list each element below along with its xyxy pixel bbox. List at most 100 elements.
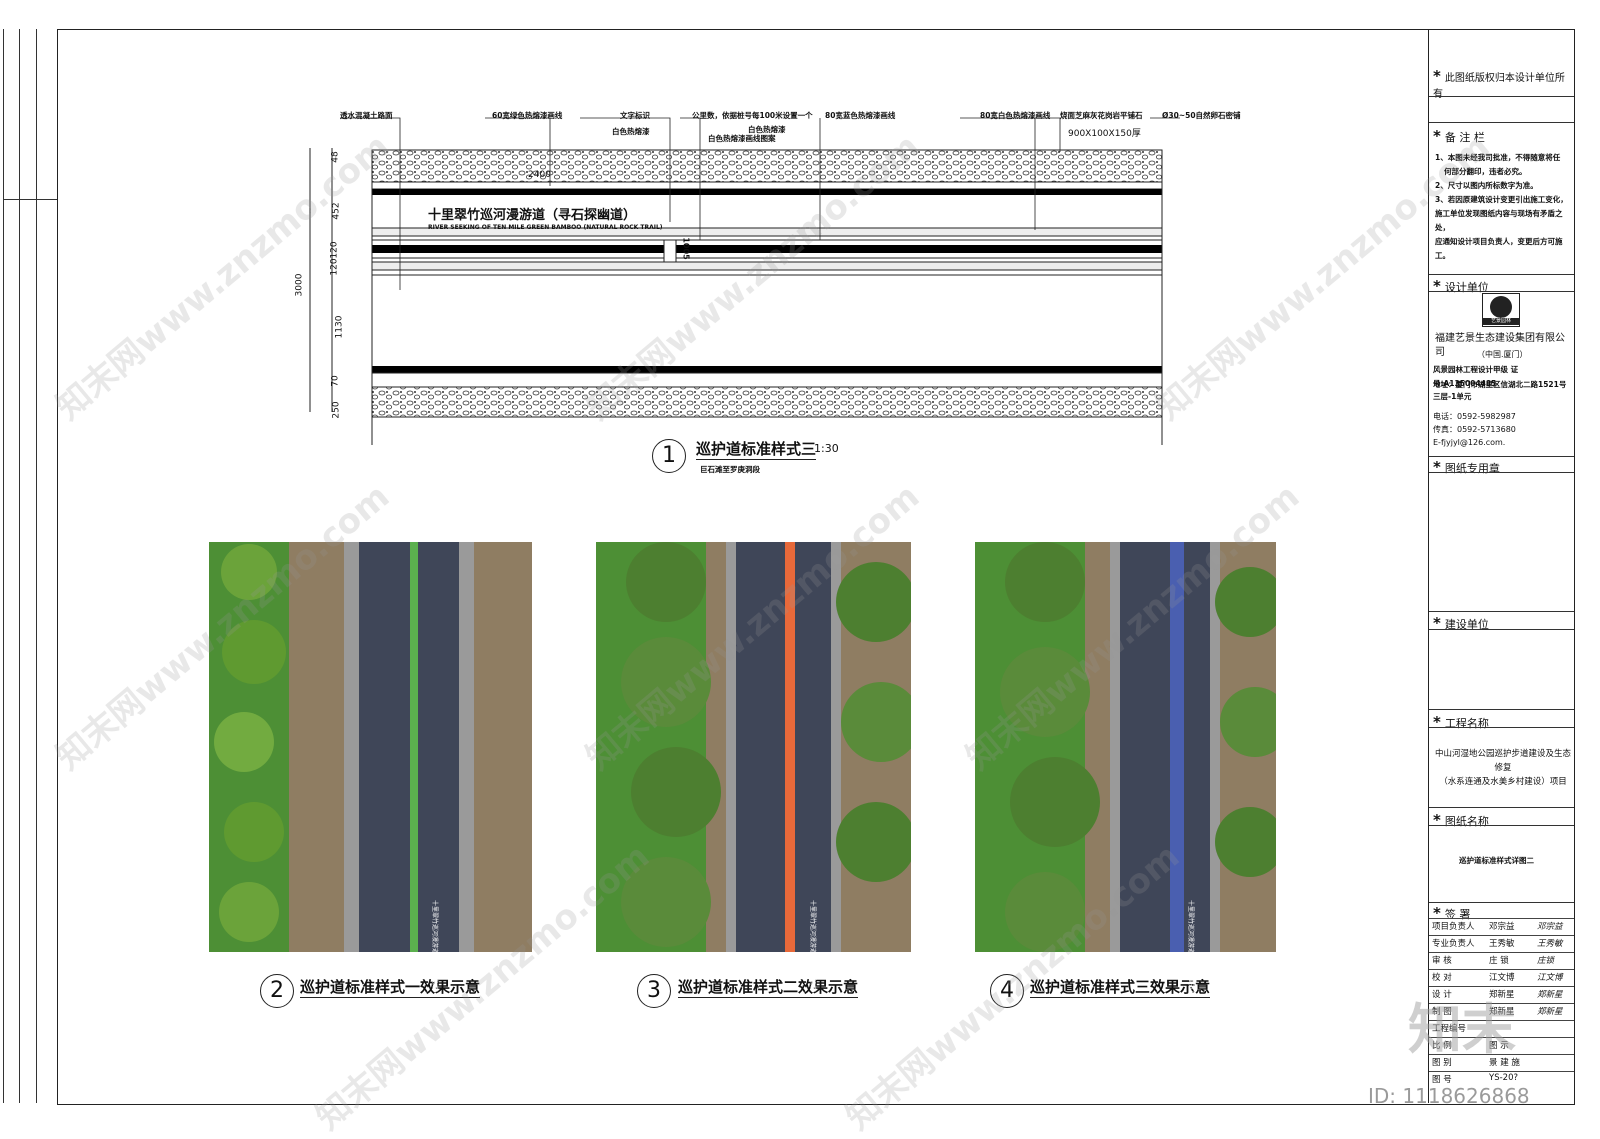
- project-name: 中山河湿地公园巡护步道建设及生态修复（水系连通及水美乡村建设）项目: [1434, 749, 1571, 787]
- signature-row: 设 计 郑新星 郑新星: [1429, 986, 1574, 1000]
- white-line-bottom: [372, 366, 1162, 373]
- section-caption: 巡护道标准样式三: [696, 440, 817, 460]
- label-pervious-concrete: 透水混凝土路面: [340, 111, 393, 120]
- sheet-border: [57, 29, 1575, 1105]
- drawing-title: *图纸名称: [1433, 811, 1489, 829]
- section-subcaption: 巨石滩至罗庚洞段: [700, 465, 760, 474]
- drawing-name: 巡护道标准样式详图二: [1459, 856, 1534, 865]
- signature-row: 审 核庄 锁庄锁: [1429, 952, 1574, 966]
- caption-number-4: 4: [990, 974, 1024, 1008]
- signature-role: 专业负责人: [1432, 939, 1475, 949]
- designer-name: 福建艺景生态建设集团有限公司: [1435, 333, 1565, 358]
- dim-column: 48 452 120 120 1130 70 250: [330, 150, 350, 420]
- dim-value: 120: [329, 241, 340, 259]
- dim-value: 250: [331, 401, 342, 419]
- render-image-3: [975, 542, 1276, 952]
- designer-address-2: 三层-1单元: [1433, 392, 1472, 401]
- label-granite: 烧面芝麻灰花岗岩平铺石: [1060, 111, 1143, 120]
- label-blue-line: 80宽蓝色热熔漆画线: [825, 111, 896, 120]
- label-white-line: 80宽白色热熔漆画线: [980, 111, 1051, 120]
- remarks-title: *备 注 栏: [1433, 127, 1485, 145]
- label-green-line: 60宽绿色热熔漆画线: [492, 111, 563, 120]
- signature-handwriting: 王秀敏: [1537, 939, 1563, 949]
- signature-role: 图 号: [1432, 1075, 1452, 1085]
- dim-value: 120: [329, 258, 340, 276]
- signature-role: 项目负责人: [1432, 922, 1475, 932]
- blue-line-center: [372, 245, 1162, 253]
- watermark-logo: 知末: [1408, 998, 1516, 1061]
- km-number: 1005: [681, 237, 691, 260]
- render-style-3: [975, 542, 1276, 952]
- signature-role: 工程编号: [1432, 1024, 1467, 1034]
- project-title: *工程名称: [1433, 713, 1489, 731]
- signature-row: 制 图郑新星郑新星: [1429, 1003, 1574, 1017]
- road-text-cn: 十里翠竹巡河漫游道（寻石探幽道）: [428, 208, 637, 223]
- signature-role: 制 图: [1432, 1007, 1452, 1017]
- signature-name: 景 建 施: [1489, 1058, 1520, 1068]
- signature-row: 比 例图 示: [1429, 1037, 1574, 1051]
- dim-value: 70: [330, 375, 341, 387]
- render-style-1: [209, 542, 532, 952]
- signature-name: 图 示: [1489, 1041, 1509, 1051]
- designer-logo: 艺景园林: [1482, 293, 1520, 327]
- stamp-title: *图纸专用章: [1433, 458, 1500, 476]
- signature-handwriting: 江文博: [1537, 973, 1563, 983]
- designer-cert: 风景园林工程设计甲级 证号:A135004485: [1433, 365, 1519, 388]
- signature-name: 郑新星: [1489, 990, 1515, 1000]
- dim-value: 48: [330, 151, 341, 163]
- signature-handwriting: 郑新星: [1537, 1007, 1563, 1017]
- signature-table: 项目负责人邓宗益邓宗益专业负责人王秀敏王秀敏审 核庄 锁庄锁校 对江文博江文博设…: [1429, 918, 1574, 1103]
- signature-role: 校 对: [1432, 973, 1452, 983]
- render-image-2: [596, 542, 911, 952]
- designer-title: *设计单位: [1433, 277, 1489, 295]
- label-km-marker: 公里数，依据桩号每100米设置一个: [692, 111, 813, 120]
- client-title: *建设单位: [1433, 614, 1489, 632]
- white-line-top: [372, 189, 1162, 195]
- signature-name: 王秀敏: [1489, 939, 1515, 949]
- caption-number-1: 1: [652, 439, 686, 473]
- render-caption-3: 巡护道标准样式三效果示意: [1030, 978, 1211, 998]
- render-caption-2: 巡护道标准样式二效果示意: [678, 978, 859, 998]
- dim-total: 3000: [294, 273, 305, 297]
- render-2-road-text: 十里翠竹巡河漫游道（鹭影翩翩道）: [809, 900, 816, 997]
- dim-value: 452: [331, 202, 342, 220]
- signature-row: 图 别景 建 施: [1429, 1054, 1574, 1068]
- label-white-paint-2: 白色热熔漆: [748, 125, 786, 134]
- caption-number-3: 3: [637, 974, 671, 1008]
- signature-handwriting: 邓宗益: [1537, 922, 1563, 932]
- label-white-paint: 白色热熔漆: [612, 127, 650, 136]
- render-1-road-text: 十里翠竹巡河漫游道（竹影摇曳道）: [431, 900, 438, 997]
- designer-fax: 传真：0592-5713680: [1433, 425, 1516, 434]
- remarks-text: 1、本图未经我司批准，不得随意将任何部分翻印，违者必究。2、尺寸以图内所标数字为…: [1435, 153, 1568, 260]
- render-caption-1: 巡护道标准样式一效果示意: [300, 978, 481, 998]
- label-granite-size: 900X100X150厚: [1068, 129, 1141, 139]
- section-drawing: [309, 117, 1180, 445]
- signature-role: 设 计: [1432, 990, 1452, 1000]
- signature-role: 比 例: [1432, 1041, 1452, 1051]
- signature-name: 邓宗益: [1489, 922, 1515, 932]
- designer-address: 地址：厦门市湖里区信湖北二路1521号: [1433, 380, 1567, 389]
- road-text-en: RIVER SEEKING OF TEN MILE GREEN BAMBOO (…: [428, 224, 663, 231]
- signature-name: YS-20?: [1489, 1073, 1518, 1083]
- signature-handwriting: 庄锁: [1537, 956, 1555, 966]
- signature-handwriting: 郑新星: [1537, 990, 1563, 1000]
- pebble-strip-bottom: [371, 386, 1163, 418]
- label-text-mark: 文字标识: [620, 111, 650, 120]
- signature-row: 校 对 江文博 江文博: [1429, 969, 1574, 983]
- caption-number-2: 2: [260, 974, 294, 1008]
- signature-role: 图 别: [1432, 1058, 1452, 1068]
- watermark-id: ID: 1118626868: [1368, 1084, 1530, 1108]
- km-marker: [663, 239, 677, 263]
- signature-row: 工程编号: [1429, 1020, 1574, 1034]
- signature-name: 江文博: [1489, 973, 1515, 983]
- render-style-2: [596, 542, 911, 952]
- pebble-strip-top: [371, 149, 1163, 183]
- designer-location: （中国.厦门）: [1477, 350, 1528, 359]
- render-image-1: [209, 542, 532, 952]
- designer-tel: 电话：0592-5982987: [1433, 412, 1516, 421]
- render-3-road-text: 十里翠竹巡河漫游道（寻石探幽道）: [1187, 900, 1194, 997]
- left-binding-strip: [0, 29, 57, 1103]
- designer-email: E-fjyjyl@126.com.: [1433, 438, 1506, 447]
- signature-name: 庄 锁: [1489, 956, 1509, 966]
- signature-title: *签 署: [1433, 904, 1471, 922]
